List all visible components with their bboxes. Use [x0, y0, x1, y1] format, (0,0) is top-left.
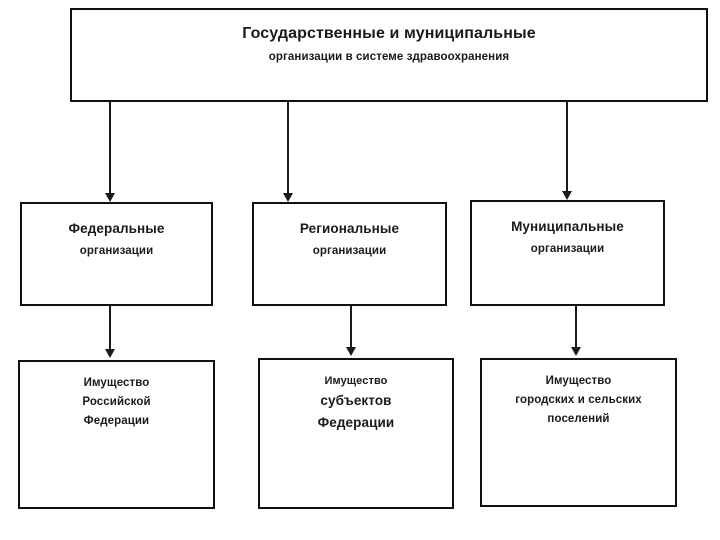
node-text: Имущество субъектов Федерации — [260, 374, 452, 431]
node-text-line: Региональные — [299, 221, 400, 236]
node-regional-organizations[interactable]: Региональные организации — [252, 202, 447, 306]
down-arrow-icon — [562, 191, 572, 200]
node-text-line: Муниципальные — [511, 219, 624, 234]
connector-root-to-municipal — [566, 102, 568, 192]
down-arrow-icon — [105, 349, 115, 358]
down-arrow-icon — [571, 347, 581, 356]
node-text-line: Государственные и муниципальные — [242, 25, 536, 42]
down-arrow-icon — [105, 193, 115, 202]
node-text: Муниципальные организации — [472, 218, 663, 256]
down-arrow-icon — [283, 193, 293, 202]
node-text-line: Имущество — [324, 375, 388, 387]
node-text-line: Российской — [82, 395, 151, 408]
node-property-russian-federation[interactable]: Имущество Российской Федерации — [18, 360, 215, 509]
node-text: Государственные и муниципальные организа… — [72, 24, 706, 65]
node-text-line: организации — [312, 244, 387, 257]
node-federal-organizations[interactable]: Федеральные организации — [20, 202, 213, 306]
node-text: Региональные организации — [254, 220, 445, 258]
node-text: Федеральные организации — [22, 220, 211, 258]
node-property-federation-subjects[interactable]: Имущество субъектов Федерации — [258, 358, 454, 509]
connector-municipal-to-property-settlements — [575, 306, 577, 348]
connector-root-to-federal — [109, 102, 111, 194]
node-text-line: организации в системе здравоохранения — [268, 50, 510, 63]
connector-federal-to-property-rf — [109, 306, 111, 350]
node-text-line: субъектов — [320, 393, 392, 409]
node-text-line: Имущество — [545, 375, 612, 387]
node-text-line: Федерации — [83, 414, 150, 427]
node-text-line: Имущество — [83, 377, 150, 389]
connector-regional-to-property-subjects — [350, 306, 352, 348]
node-text-line: Федеральные — [68, 221, 165, 236]
node-state-and-municipal-organizations[interactable]: Государственные и муниципальные организа… — [70, 8, 708, 102]
node-text-line: городских и сельских — [515, 393, 642, 406]
node-text-line: поселений — [547, 412, 610, 425]
node-property-urban-rural-settlements[interactable]: Имущество городских и сельских поселений — [480, 358, 677, 507]
node-municipal-organizations[interactable]: Муниципальные организации — [470, 200, 665, 306]
down-arrow-icon — [346, 347, 356, 356]
node-text-line: организации — [79, 244, 154, 257]
node-text-line: организации — [530, 242, 605, 255]
node-text: Имущество Российской Федерации — [20, 376, 213, 429]
node-text-line: Федерации — [317, 414, 395, 430]
connector-root-to-regional — [287, 102, 289, 194]
node-text: Имущество городских и сельских поселений — [482, 374, 675, 427]
